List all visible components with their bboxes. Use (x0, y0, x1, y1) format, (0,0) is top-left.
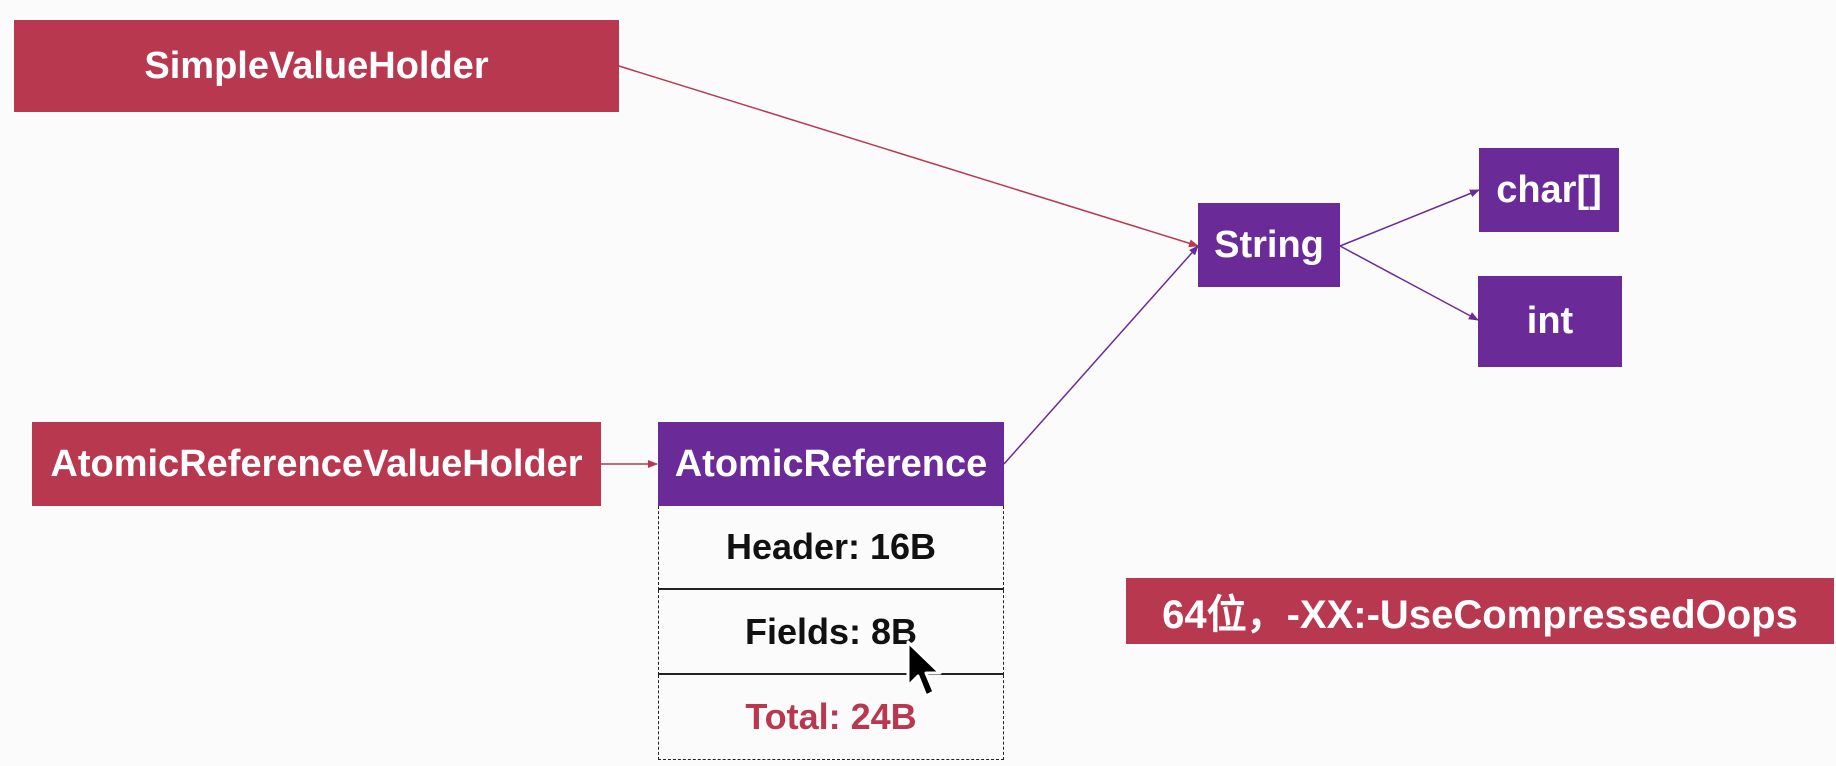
node-string: String (1198, 203, 1340, 287)
node-char-array: char[] (1479, 148, 1619, 232)
mouse-pointer-icon (906, 640, 942, 698)
layout-total-cell: Total: 24B (658, 675, 1004, 760)
node-simplevalueholder: SimpleValueHolder (14, 20, 619, 112)
arrow-simplevalueholder-to-string (618, 65, 1199, 248)
arrow-string-to-char-array (1339, 189, 1480, 247)
layout-fields-cell: Fields: 8B (658, 590, 1004, 675)
arrow-atomicreference-to-string (1003, 245, 1199, 465)
arrow-string-to-int (1339, 245, 1479, 321)
jvm-option-note: 64位，-XX:-UseCompressedOops (1126, 578, 1834, 644)
node-int: int (1478, 276, 1622, 367)
layout-header-cell: Header: 16B (658, 506, 1004, 590)
node-atomicreference: AtomicReference (658, 422, 1004, 506)
node-atomicreferencevalueholder: AtomicReferenceValueHolder (32, 422, 601, 506)
